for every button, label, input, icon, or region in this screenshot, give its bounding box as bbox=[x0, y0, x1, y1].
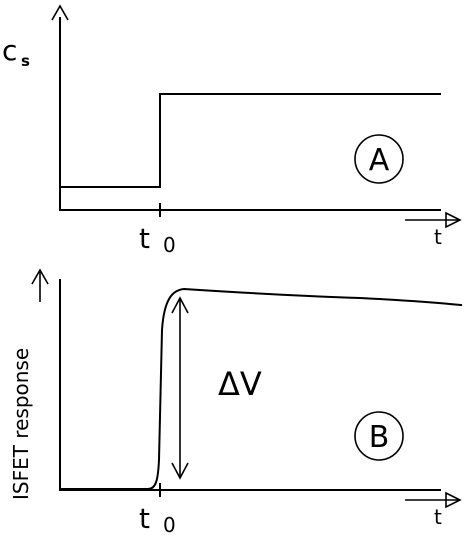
panel-a-step-curve bbox=[59, 93, 441, 188]
panel-b-delta-v-label: ΔV bbox=[218, 365, 262, 403]
panel-a-ylabel-subscript: s bbox=[21, 52, 30, 70]
panel-a-t-label: t bbox=[434, 225, 442, 249]
panel-b-t0-label: t bbox=[139, 502, 150, 535]
panel-b-t0-subscript: 0 bbox=[163, 513, 176, 537]
panel-a-y-axis-arrow-icon bbox=[51, 4, 69, 21]
panel-b-ylabel: ISFET response bbox=[9, 348, 33, 500]
panel-b-delta-v-arrow-top-icon bbox=[171, 296, 189, 314]
panel-b-response-curve bbox=[59, 287, 463, 490]
panel-b-badge-circle bbox=[354, 411, 404, 461]
panel-a-t0-label: t bbox=[139, 222, 150, 255]
panel-b: ISFET response ΔV t 0 t B bbox=[9, 268, 463, 537]
panel-b-t-arrow-icon bbox=[445, 491, 462, 509]
panel-b-y-axis-arrow-icon bbox=[31, 268, 49, 285]
panel-a: c s t 0 t A bbox=[2, 4, 462, 257]
panel-a-ylabel: c bbox=[2, 34, 17, 67]
panel-a-badge: A bbox=[369, 143, 390, 178]
panel-b-badge: B bbox=[369, 420, 390, 455]
panel-a-t-arrow-icon bbox=[445, 211, 462, 229]
panel-a-badge-circle bbox=[354, 134, 404, 184]
panel-b-delta-v-arrow-bottom-icon bbox=[171, 462, 189, 480]
panel-b-t-label: t bbox=[434, 505, 442, 529]
panel-a-t0-subscript: 0 bbox=[163, 233, 176, 257]
